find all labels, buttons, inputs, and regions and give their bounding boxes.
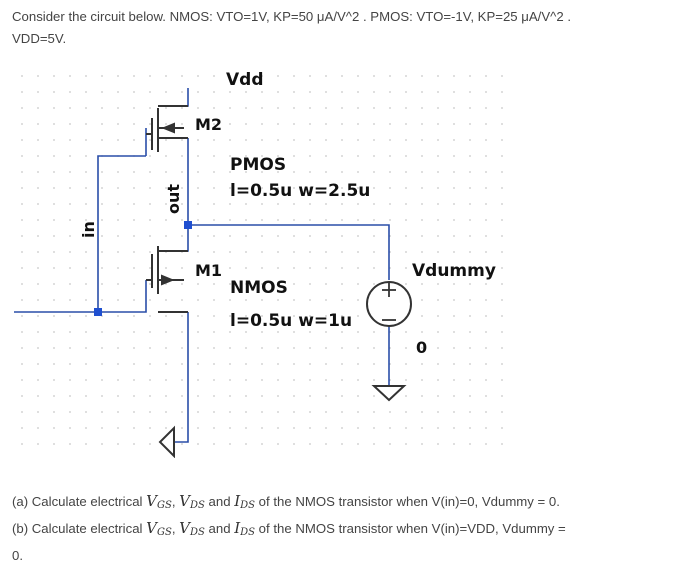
questions: (a) Calculate electrical VGS, VDS and ID…: [12, 490, 688, 567]
wire-gate-m2: [97, 155, 146, 312]
wire-m1-source: [174, 312, 189, 443]
question-b-vds: VDS: [179, 519, 205, 538]
wire-out-to-vdummy: [188, 224, 390, 280]
problem-line-2: VDD=5V.: [12, 31, 67, 46]
schematic-canvas: Vdd M2 PMOS l=0.5u w=2.5u out in M1 NMOS…: [14, 68, 506, 459]
problem-line-1: Consider the circuit below. NMOS: VTO=1V…: [12, 9, 571, 24]
wire-gate-m1: [98, 280, 147, 313]
question-a-and: and: [204, 494, 235, 509]
label-vdd: Vdd: [226, 70, 264, 90]
label-ground-node: 0: [416, 338, 427, 357]
label-nmos-model: NMOS: [230, 278, 288, 298]
vdummy-source: [366, 281, 412, 327]
question-b: (b) Calculate electrical VGS, VDS and ID…: [12, 519, 566, 538]
label-pmos-model: PMOS: [230, 155, 286, 175]
label-m2: M2: [195, 115, 222, 134]
question-a-vgs: VGS: [146, 492, 172, 511]
label-m1: M1: [195, 261, 222, 280]
node-in: [94, 308, 102, 316]
problem-statement: Consider the circuit below. NMOS: VTO=1V…: [12, 6, 688, 50]
question-b-continuation: 0.: [12, 548, 23, 563]
question-b-ids: IDS: [234, 519, 256, 538]
ground-symbols: [158, 385, 407, 459]
label-pmos-params: l=0.5u w=2.5u: [230, 181, 370, 201]
label-vdummy: Vdummy: [412, 261, 496, 281]
grid-background: [14, 68, 506, 458]
question-a: (a) Calculate electrical VGS, VDS and ID…: [12, 492, 560, 511]
label-out: out: [164, 184, 183, 214]
node-dots: [94, 221, 192, 316]
wires: [14, 88, 390, 443]
label-in: in: [79, 221, 98, 238]
question-a-suffix: of the NMOS transistor when V(in)=0, Vdu…: [255, 494, 560, 509]
node-out: [184, 221, 192, 229]
question-b-and: and: [204, 521, 235, 536]
m2-pmos-symbol: [146, 105, 188, 152]
ground-vdummy: [371, 385, 407, 402]
circuit-schematic: Vdd M2 PMOS l=0.5u w=2.5u out in M1 NMOS…: [14, 68, 506, 459]
question-a-prefix: (a) Calculate electrical: [12, 494, 147, 509]
question-b-prefix: (b) Calculate electrical: [12, 521, 147, 536]
m1-nmos-symbol: [146, 246, 188, 313]
label-nmos-params: l=0.5u w=1u: [230, 311, 352, 331]
ground-m1: [158, 425, 175, 459]
question-b-vgs: VGS: [146, 519, 172, 538]
question-a-vds: VDS: [179, 492, 205, 511]
question-b-suffix: of the NMOS transistor when V(in)=VDD, V…: [255, 521, 566, 536]
question-a-ids: IDS: [234, 492, 256, 511]
